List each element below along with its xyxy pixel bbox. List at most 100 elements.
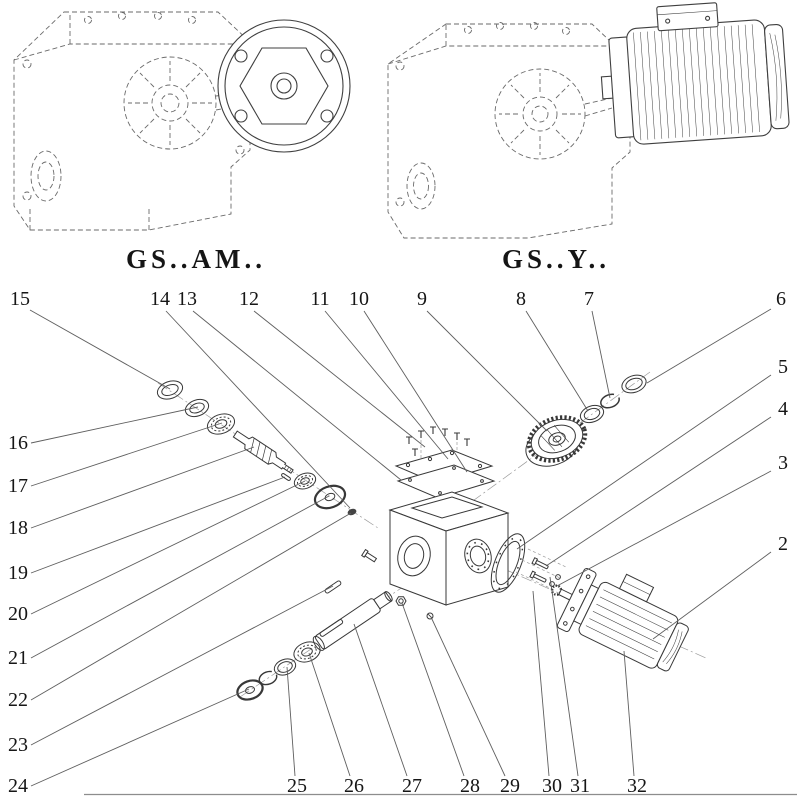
part-key-23 bbox=[324, 580, 342, 594]
exploded-view bbox=[156, 371, 707, 701]
leader-line-29 bbox=[430, 616, 506, 777]
leader-line-21 bbox=[30, 495, 330, 659]
callout-number-18: 18 bbox=[8, 517, 28, 539]
leader-line-12 bbox=[253, 310, 426, 448]
part-motor-2 bbox=[550, 568, 689, 672]
leader-line-16 bbox=[30, 406, 199, 444]
housing-bore bbox=[397, 535, 431, 577]
leader-line-25 bbox=[286, 666, 296, 777]
motor-terminal-box bbox=[656, 2, 719, 32]
housing-outline bbox=[13, 11, 251, 231]
callout-number-17: 17 bbox=[8, 475, 28, 497]
callout-number-15: 15 bbox=[10, 288, 30, 310]
assembly-view-gs-am bbox=[13, 11, 251, 231]
part-shim-ring-6 bbox=[621, 374, 647, 394]
leader-line-31 bbox=[549, 576, 579, 777]
leader-line-18 bbox=[30, 446, 255, 529]
part-pin-19 bbox=[281, 473, 291, 481]
flange-hex-hub bbox=[239, 47, 329, 125]
callout-number-2: 2 bbox=[778, 533, 788, 555]
leader-line-13 bbox=[192, 310, 402, 481]
part-bearing-20 bbox=[293, 472, 317, 490]
view-label-gs-am: GS..AM.. bbox=[126, 244, 266, 274]
part-washer-disc-21 bbox=[313, 484, 347, 510]
callout-number-22: 22 bbox=[8, 689, 28, 711]
leader-line-23 bbox=[30, 585, 334, 746]
housing-top-edges bbox=[13, 12, 250, 61]
callout-number-32: 32 bbox=[627, 775, 647, 797]
motor-fins bbox=[585, 589, 672, 660]
leader-line-8 bbox=[525, 310, 589, 412]
part-motor-bolts-4 bbox=[529, 557, 549, 583]
callout-number-21: 21 bbox=[8, 647, 28, 669]
part-washer-31 bbox=[549, 581, 555, 587]
callout-number-7: 7 bbox=[584, 288, 594, 310]
part-plug-28 bbox=[395, 596, 407, 606]
leader-line-17 bbox=[30, 422, 223, 487]
part-seal-ring-16 bbox=[184, 398, 210, 418]
cover-screws-12 bbox=[406, 426, 470, 456]
callout-number-23: 23 bbox=[8, 734, 28, 756]
input-boss-ring bbox=[494, 68, 586, 160]
leader-line-9 bbox=[426, 310, 548, 432]
leader-line-4 bbox=[545, 416, 772, 567]
callout-number-13: 13 bbox=[177, 288, 197, 310]
view-label-gs-y: GS..Y.. bbox=[502, 244, 610, 274]
leader-line-15 bbox=[29, 309, 171, 390]
part-gasket-10 bbox=[396, 464, 496, 499]
callout-number-16: 16 bbox=[8, 432, 28, 454]
part-bearing-17 bbox=[206, 413, 236, 435]
callout-number-29: 29 bbox=[500, 775, 520, 797]
part-gear-housing bbox=[388, 491, 510, 606]
callout-number-3: 3 bbox=[778, 452, 788, 474]
leader-line-3 bbox=[556, 470, 772, 587]
part-helical-gear-9 bbox=[525, 415, 588, 467]
part-worm-shaft-18 bbox=[232, 430, 294, 474]
output-flange-gs-am bbox=[217, 19, 351, 153]
leader-line-7 bbox=[591, 310, 611, 399]
leader-line-30 bbox=[532, 590, 550, 777]
input-boss-ring bbox=[123, 56, 217, 150]
assembly-view-gs-y-housing bbox=[387, 22, 631, 239]
part-output-shaft-27 bbox=[312, 591, 393, 651]
part-spacer-ring-8 bbox=[579, 404, 605, 424]
part-washer-3 bbox=[555, 574, 561, 580]
leader-line-27 bbox=[353, 623, 408, 777]
leader-line-19 bbox=[30, 476, 286, 574]
leader-line-32 bbox=[623, 650, 635, 777]
part-seal-ring-15 bbox=[156, 380, 184, 400]
part-bolt-30 bbox=[361, 548, 378, 563]
assembly-view-gs-y-motor bbox=[600, 2, 790, 145]
callout-number-5: 5 bbox=[778, 356, 788, 378]
motor-fins bbox=[633, 24, 760, 141]
part-screw-29 bbox=[426, 612, 434, 620]
callout-number-14: 14 bbox=[150, 288, 170, 310]
leader-line-14 bbox=[165, 310, 351, 509]
leader-line-11 bbox=[324, 310, 449, 460]
callout-number-11: 11 bbox=[310, 288, 329, 310]
callout-number-27: 27 bbox=[402, 775, 422, 797]
callout-number-28: 28 bbox=[460, 775, 480, 797]
callout-number-24: 24 bbox=[8, 775, 28, 797]
callout-number-9: 9 bbox=[417, 288, 427, 310]
leader-line-2 bbox=[652, 551, 772, 640]
callout-number-25: 25 bbox=[287, 775, 307, 797]
leader-line-20 bbox=[30, 480, 306, 615]
callout-number-20: 20 bbox=[8, 603, 28, 625]
boss-ribs bbox=[128, 61, 212, 145]
callout-number-12: 12 bbox=[239, 288, 259, 310]
callout-number-8: 8 bbox=[516, 288, 526, 310]
leader-line-22 bbox=[30, 512, 352, 701]
screw-drop-lines bbox=[420, 440, 458, 461]
leader-line-10 bbox=[363, 310, 468, 473]
callout-number-10: 10 bbox=[349, 288, 369, 310]
callout-number-26: 26 bbox=[344, 775, 364, 797]
leader-line-5 bbox=[516, 374, 772, 550]
callout-number-31: 31 bbox=[570, 775, 590, 797]
callout-number-19: 19 bbox=[8, 562, 28, 584]
leader-line-26 bbox=[308, 652, 351, 777]
housing-motor-flange bbox=[464, 538, 492, 574]
